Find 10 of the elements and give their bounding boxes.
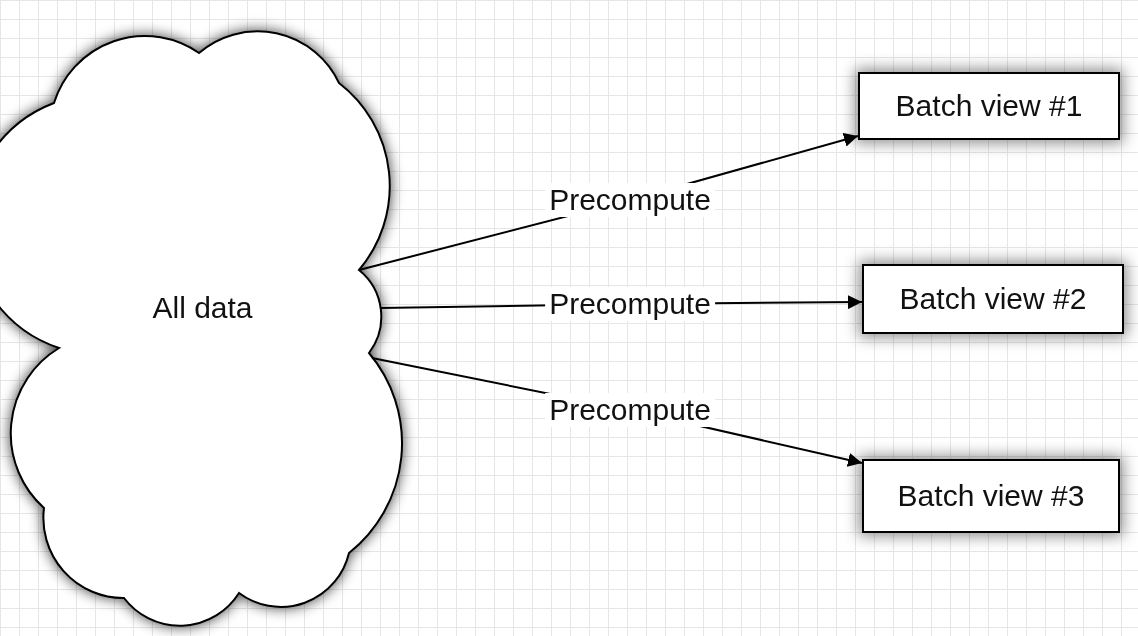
node-label: Batch view #1 xyxy=(895,89,1083,123)
edge-label: Precompute xyxy=(545,287,715,321)
view-box xyxy=(862,264,1124,334)
view-box xyxy=(858,72,1120,140)
edge-label: Precompute xyxy=(545,393,715,427)
view-box xyxy=(862,459,1120,533)
node-label: All data xyxy=(152,291,253,325)
edge-label: Precompute xyxy=(545,183,715,217)
node-label: Batch view #2 xyxy=(899,282,1087,316)
node-label: Batch view #3 xyxy=(897,479,1085,513)
